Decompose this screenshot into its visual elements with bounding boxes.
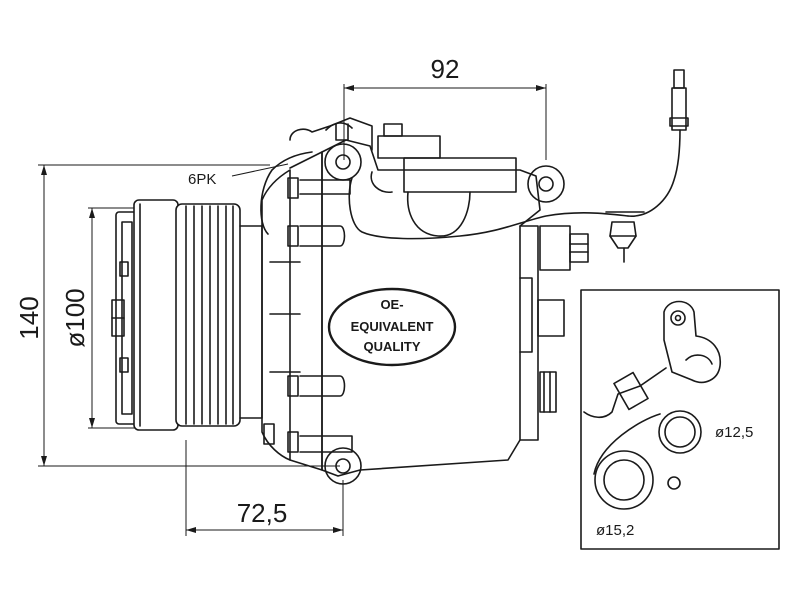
belt-profile-label: 6PK — [188, 171, 216, 188]
dimension-height: 140 — [14, 164, 340, 467]
port-small-label: ø12,5 — [715, 424, 753, 441]
badge-line-3: QUALITY — [363, 339, 420, 354]
pulley-clutch — [111, 199, 241, 431]
badge-line-1: OE- — [380, 297, 403, 312]
dimension-top-width-label: 92 — [431, 54, 460, 84]
dimension-bottom-offset: 72,5 — [185, 440, 344, 536]
top-switch-assembly — [289, 69, 689, 263]
oe-quality-badge: OE- EQUIVALENT QUALITY — [327, 287, 457, 367]
badge-line-2: EQUIVALENT — [351, 319, 434, 334]
port-large-label: ø15,2 — [596, 522, 634, 539]
front-housing — [239, 151, 323, 471]
dimension-pulley-diameter: ø100 — [60, 207, 135, 429]
dimension-top-width: 92 — [343, 54, 547, 160]
dimension-height-label: 140 — [14, 296, 44, 339]
belt-profile-callout: 6PK — [188, 163, 289, 188]
mounting-ears — [324, 143, 565, 485]
dimension-bottom-label: 72,5 — [237, 498, 288, 528]
dimension-pulley-label: ø100 — [60, 288, 90, 347]
port-detail-inset: ø12,5 ø15,2 — [580, 289, 780, 550]
